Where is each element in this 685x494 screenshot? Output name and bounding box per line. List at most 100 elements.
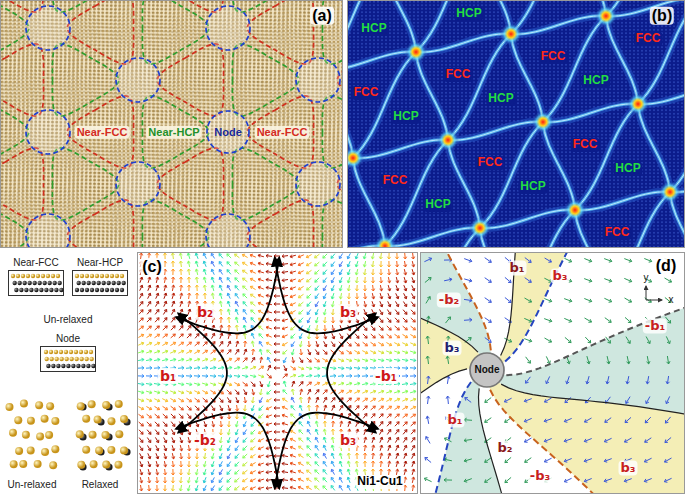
atom-cluster: [89, 431, 97, 439]
node-label: Node: [56, 333, 80, 345]
dislocation-node: [374, 235, 396, 248]
layer-stack: [77, 280, 81, 284]
layer-stack: [81, 363, 85, 367]
layer-stack: [40, 346, 96, 372]
dislocation-node: [595, 5, 617, 27]
layer-stack: [74, 349, 78, 353]
node-outline: [26, 0, 340, 248]
phase-label: HCP: [486, 92, 515, 106]
atom-cluster: [77, 461, 85, 469]
alloy-label: Ni1-Cu1: [355, 475, 404, 489]
layer-stack: [9, 270, 64, 295]
stacking-schematic: Near-FCC: [8, 257, 64, 296]
layer-stack: [105, 287, 109, 291]
partial-dislocation-line: [543, 122, 575, 210]
atom-cluster: [15, 447, 23, 455]
partial-dislocation-line: [512, 210, 575, 248]
dislocation-node: [500, 23, 522, 45]
domain-boundary: [506, 265, 685, 375]
node-region: Node: [469, 352, 505, 388]
dislocation-node: [347, 147, 364, 169]
axis-arrow: [646, 286, 647, 300]
stacking-region-outline: [0, 148, 44, 220]
partial-dislocation-line: [670, 86, 685, 192]
atom-cluster: [35, 401, 43, 409]
stacking-region-outline: [67, 0, 133, 64]
burgers-vector-label: b₁: [158, 368, 178, 384]
partial-dislocation-line: [575, 104, 638, 210]
layer-stack: [95, 273, 99, 277]
layer-stack: [65, 356, 69, 360]
layer-stack: [120, 287, 124, 291]
dislocation-node: [627, 93, 649, 115]
phase-label: FCC: [539, 50, 568, 64]
burgers-vector-label: b₃: [619, 461, 638, 476]
burgers-vector-label: b₁: [446, 413, 465, 428]
layer-stack: [19, 287, 23, 291]
layer-stack: [105, 273, 109, 277]
partial-dislocation-line: [448, 34, 511, 140]
displacement-vector-field: [137, 252, 418, 494]
partial-dislocation-line: [416, 52, 448, 140]
partial-dislocation-line: [638, 104, 670, 192]
layer-stack: [90, 287, 94, 291]
stacking-region-outline: [0, 0, 343, 248]
node-outline: [296, 58, 340, 102]
atom-cluster: [90, 460, 98, 468]
stacking-region-outline: [52, 0, 118, 12]
partial-dislocation-line: [575, 104, 638, 210]
layer-stack: [28, 280, 32, 284]
layer-stack: [90, 273, 94, 277]
layer-stack: [16, 273, 20, 277]
layer-stack: [89, 349, 93, 353]
stacking-region-outline: [0, 200, 29, 248]
moire-atom-map: [0, 0, 343, 248]
vector-arrow: [138, 253, 416, 490]
node-label: Node: [214, 126, 242, 139]
node-outline: [26, 6, 70, 50]
layer-stack: [49, 349, 53, 353]
layer-stack: [84, 349, 88, 353]
atom-cluster: [107, 417, 115, 425]
layer-stack: [92, 280, 96, 284]
burgers-vector-label: b₂: [195, 304, 215, 320]
vector-arrow: [146, 253, 408, 491]
node-outline: [26, 110, 70, 154]
partial-dislocation-line: [347, 0, 685, 248]
burgers-vector-label: -b₁: [373, 368, 399, 384]
phase-label: FCC: [571, 138, 600, 152]
layer-stack: [115, 287, 119, 291]
vector-arrow: [154, 253, 399, 482]
atom-cluster: [51, 445, 59, 453]
vector-arrow: [139, 253, 416, 491]
atom-cluster: [94, 416, 102, 424]
partial-dislocation-line: [353, 158, 385, 246]
layer-stack: [75, 356, 79, 360]
layer-stack: [66, 363, 70, 367]
layer-stack: [87, 280, 91, 284]
panel-border: [1, 1, 343, 248]
node-outline: [207, 111, 249, 153]
burgers-vector-label: b₃: [338, 304, 358, 320]
state-label: Un-relaxed: [44, 314, 93, 326]
atom-cluster: [120, 415, 128, 423]
atom-cluster: [114, 461, 122, 469]
layer-stack: [61, 363, 65, 367]
layer-stack: [46, 363, 50, 367]
layer-stack: [46, 273, 50, 277]
layer-stack: [51, 273, 55, 277]
phase-label: FCC: [381, 174, 410, 188]
dislocation-network-map: [347, 0, 685, 248]
vector-arrow: [138, 253, 416, 491]
stacking-region-outline: [52, 44, 118, 116]
layer-stack: [69, 349, 73, 353]
stacking-region-outline: [52, 148, 118, 220]
partial-dislocation-line: [511, 34, 543, 122]
layer-stack: [21, 273, 25, 277]
partial-dislocation-line: [385, 140, 448, 246]
partial-dislocation-line: [448, 34, 511, 140]
partial-dislocation-line: [638, 0, 685, 104]
atom-cluster: [27, 446, 35, 454]
partial-dislocation-line: [606, 16, 638, 104]
region-label: Near-HCP: [146, 126, 201, 139]
